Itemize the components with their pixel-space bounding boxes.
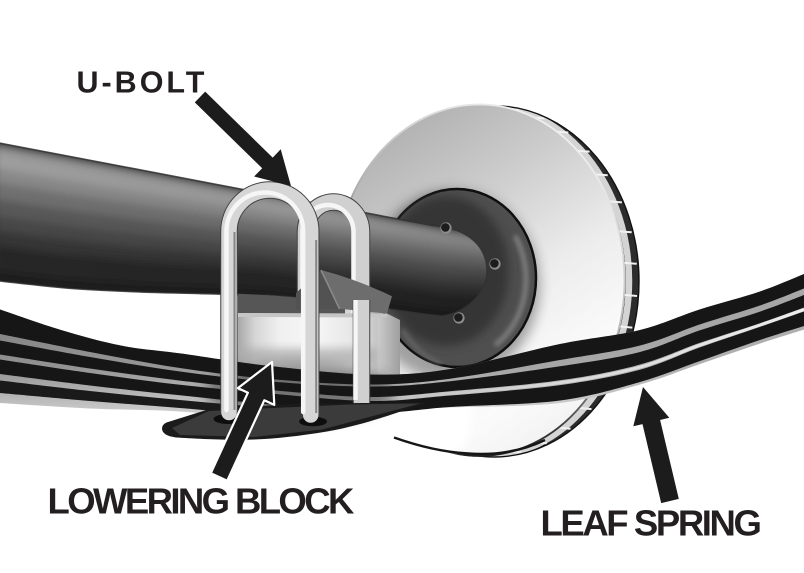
svg-text:U-BOLT: U-BOLT <box>77 66 208 100</box>
svg-text:LEAF SPRING: LEAF SPRING <box>541 503 761 544</box>
svg-text:LOWERING BLOCK: LOWERING BLOCK <box>48 481 355 522</box>
